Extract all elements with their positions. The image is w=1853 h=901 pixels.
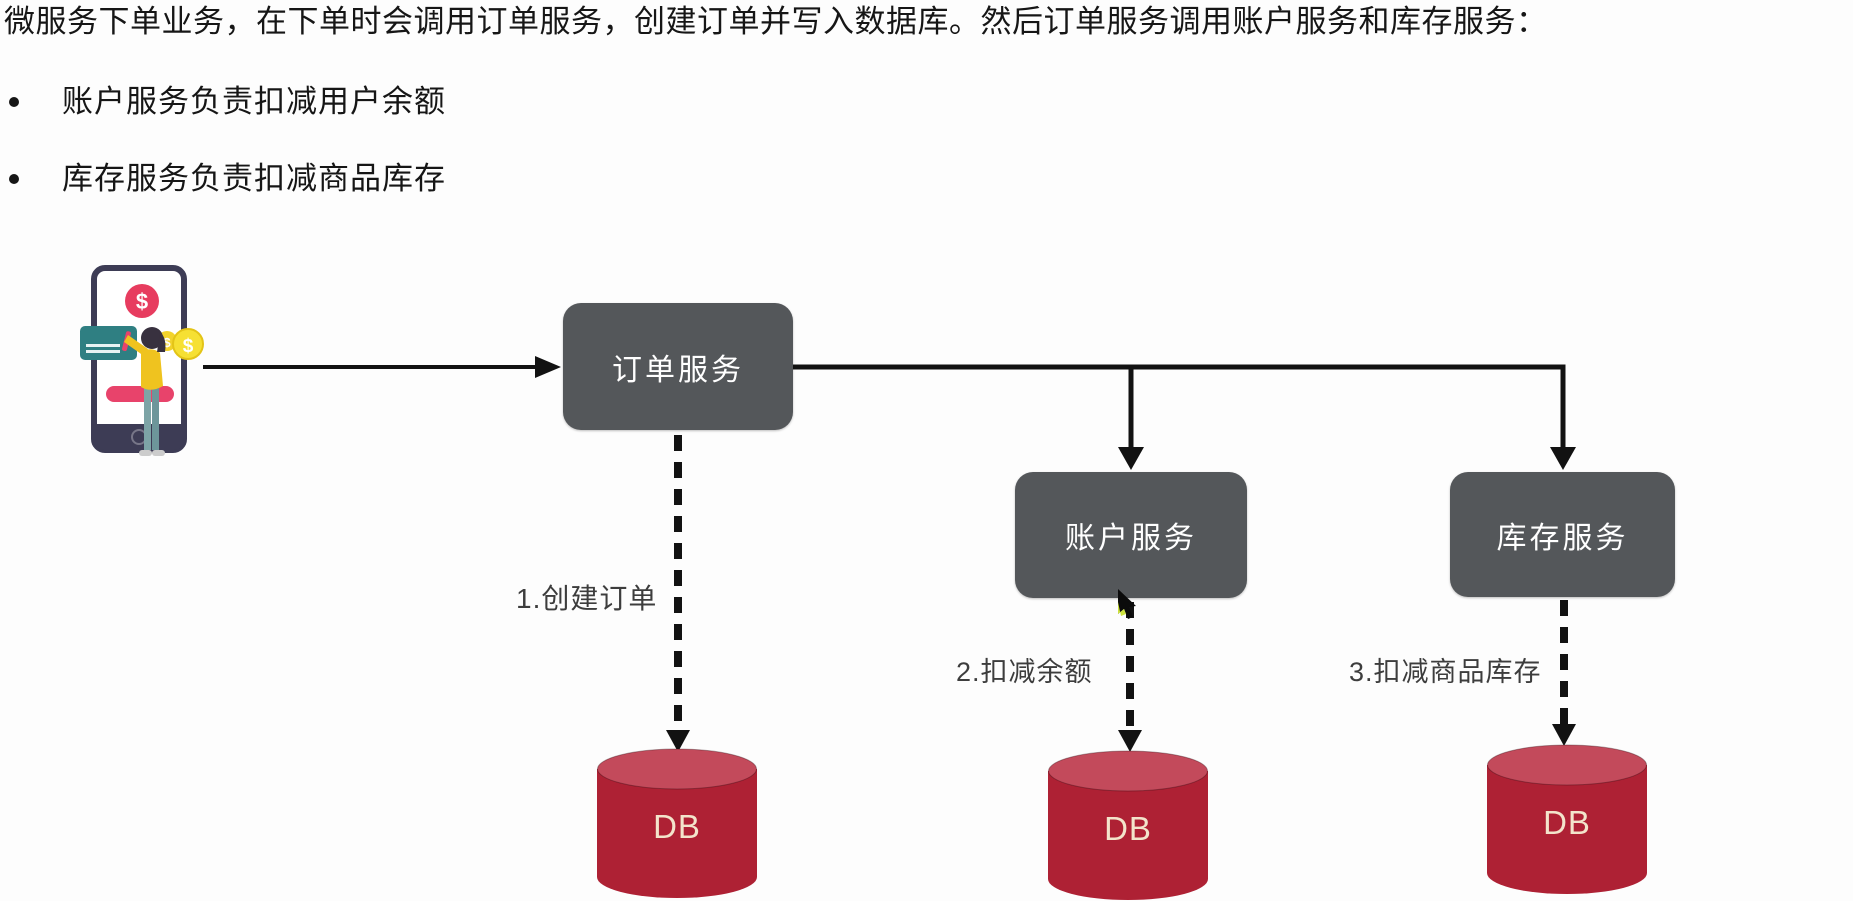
database-cylinder-icon <box>1487 744 1647 894</box>
database-inventory: DB <box>1487 744 1647 896</box>
bullet-item-inventory: 库存服务负责扣减商品库存 <box>9 157 446 201</box>
phone-bezel <box>94 424 184 450</box>
arrowhead-to-inventory-service <box>1550 447 1576 470</box>
bullet-item-account: 账户服务负责扣减用户余额 <box>9 80 446 124</box>
node-label: 库存服务 <box>1496 521 1629 555</box>
node-inventory-service: 库存服务 <box>1450 472 1675 597</box>
database-order: DB <box>597 748 757 900</box>
arrowhead-to-account-service <box>1118 447 1144 470</box>
database-label: DB <box>653 808 701 845</box>
mouse-cursor <box>1118 589 1136 619</box>
pay-button-shape <box>106 386 174 402</box>
node-account-service: 账户服务 <box>1015 472 1247 598</box>
step-label-create-order: 1.创建订单 <box>516 583 658 614</box>
connector-order-to-children <box>793 364 1576 470</box>
database-cylinder-icon <box>1048 750 1208 900</box>
mobile-payment-illustration: $ $ $ <box>80 265 204 456</box>
svg-text:$: $ <box>163 335 171 350</box>
svg-text:$: $ <box>183 336 194 357</box>
step-label-deduct-balance: 2.扣减余额 <box>956 657 1093 687</box>
database-label: DB <box>1543 804 1591 841</box>
database-label: DB <box>1104 810 1152 847</box>
page-title: 微服务下单业务，在下单时会调用订单服务，创建订单并写入数据库。然后订单服务调用账… <box>4 4 1548 39</box>
node-label: 账户服务 <box>1065 522 1197 555</box>
dashed-arrow-inventory-to-db <box>1552 600 1576 746</box>
svg-text:$: $ <box>136 289 148 314</box>
database-cylinder-icon <box>597 748 757 898</box>
dollar-badge-icon: $ <box>125 284 159 318</box>
bullet-dot <box>9 174 19 184</box>
bullet-text: 账户服务负责扣减用户余额 <box>62 84 446 119</box>
bullet-dot <box>9 97 19 107</box>
step-label-deduct-stock: 3.扣减商品库存 <box>1349 657 1542 687</box>
dashed-arrow-account-to-db <box>1118 602 1142 752</box>
bullet-text: 库存服务负责扣减商品库存 <box>62 161 446 196</box>
database-account: DB <box>1048 750 1208 901</box>
arrow-user-to-order-service <box>203 356 561 378</box>
dashed-arrow-order-to-db <box>666 435 690 752</box>
node-order-service: 订单服务 <box>563 303 793 430</box>
person-figure <box>124 327 166 456</box>
node-label: 订单服务 <box>612 353 744 387</box>
